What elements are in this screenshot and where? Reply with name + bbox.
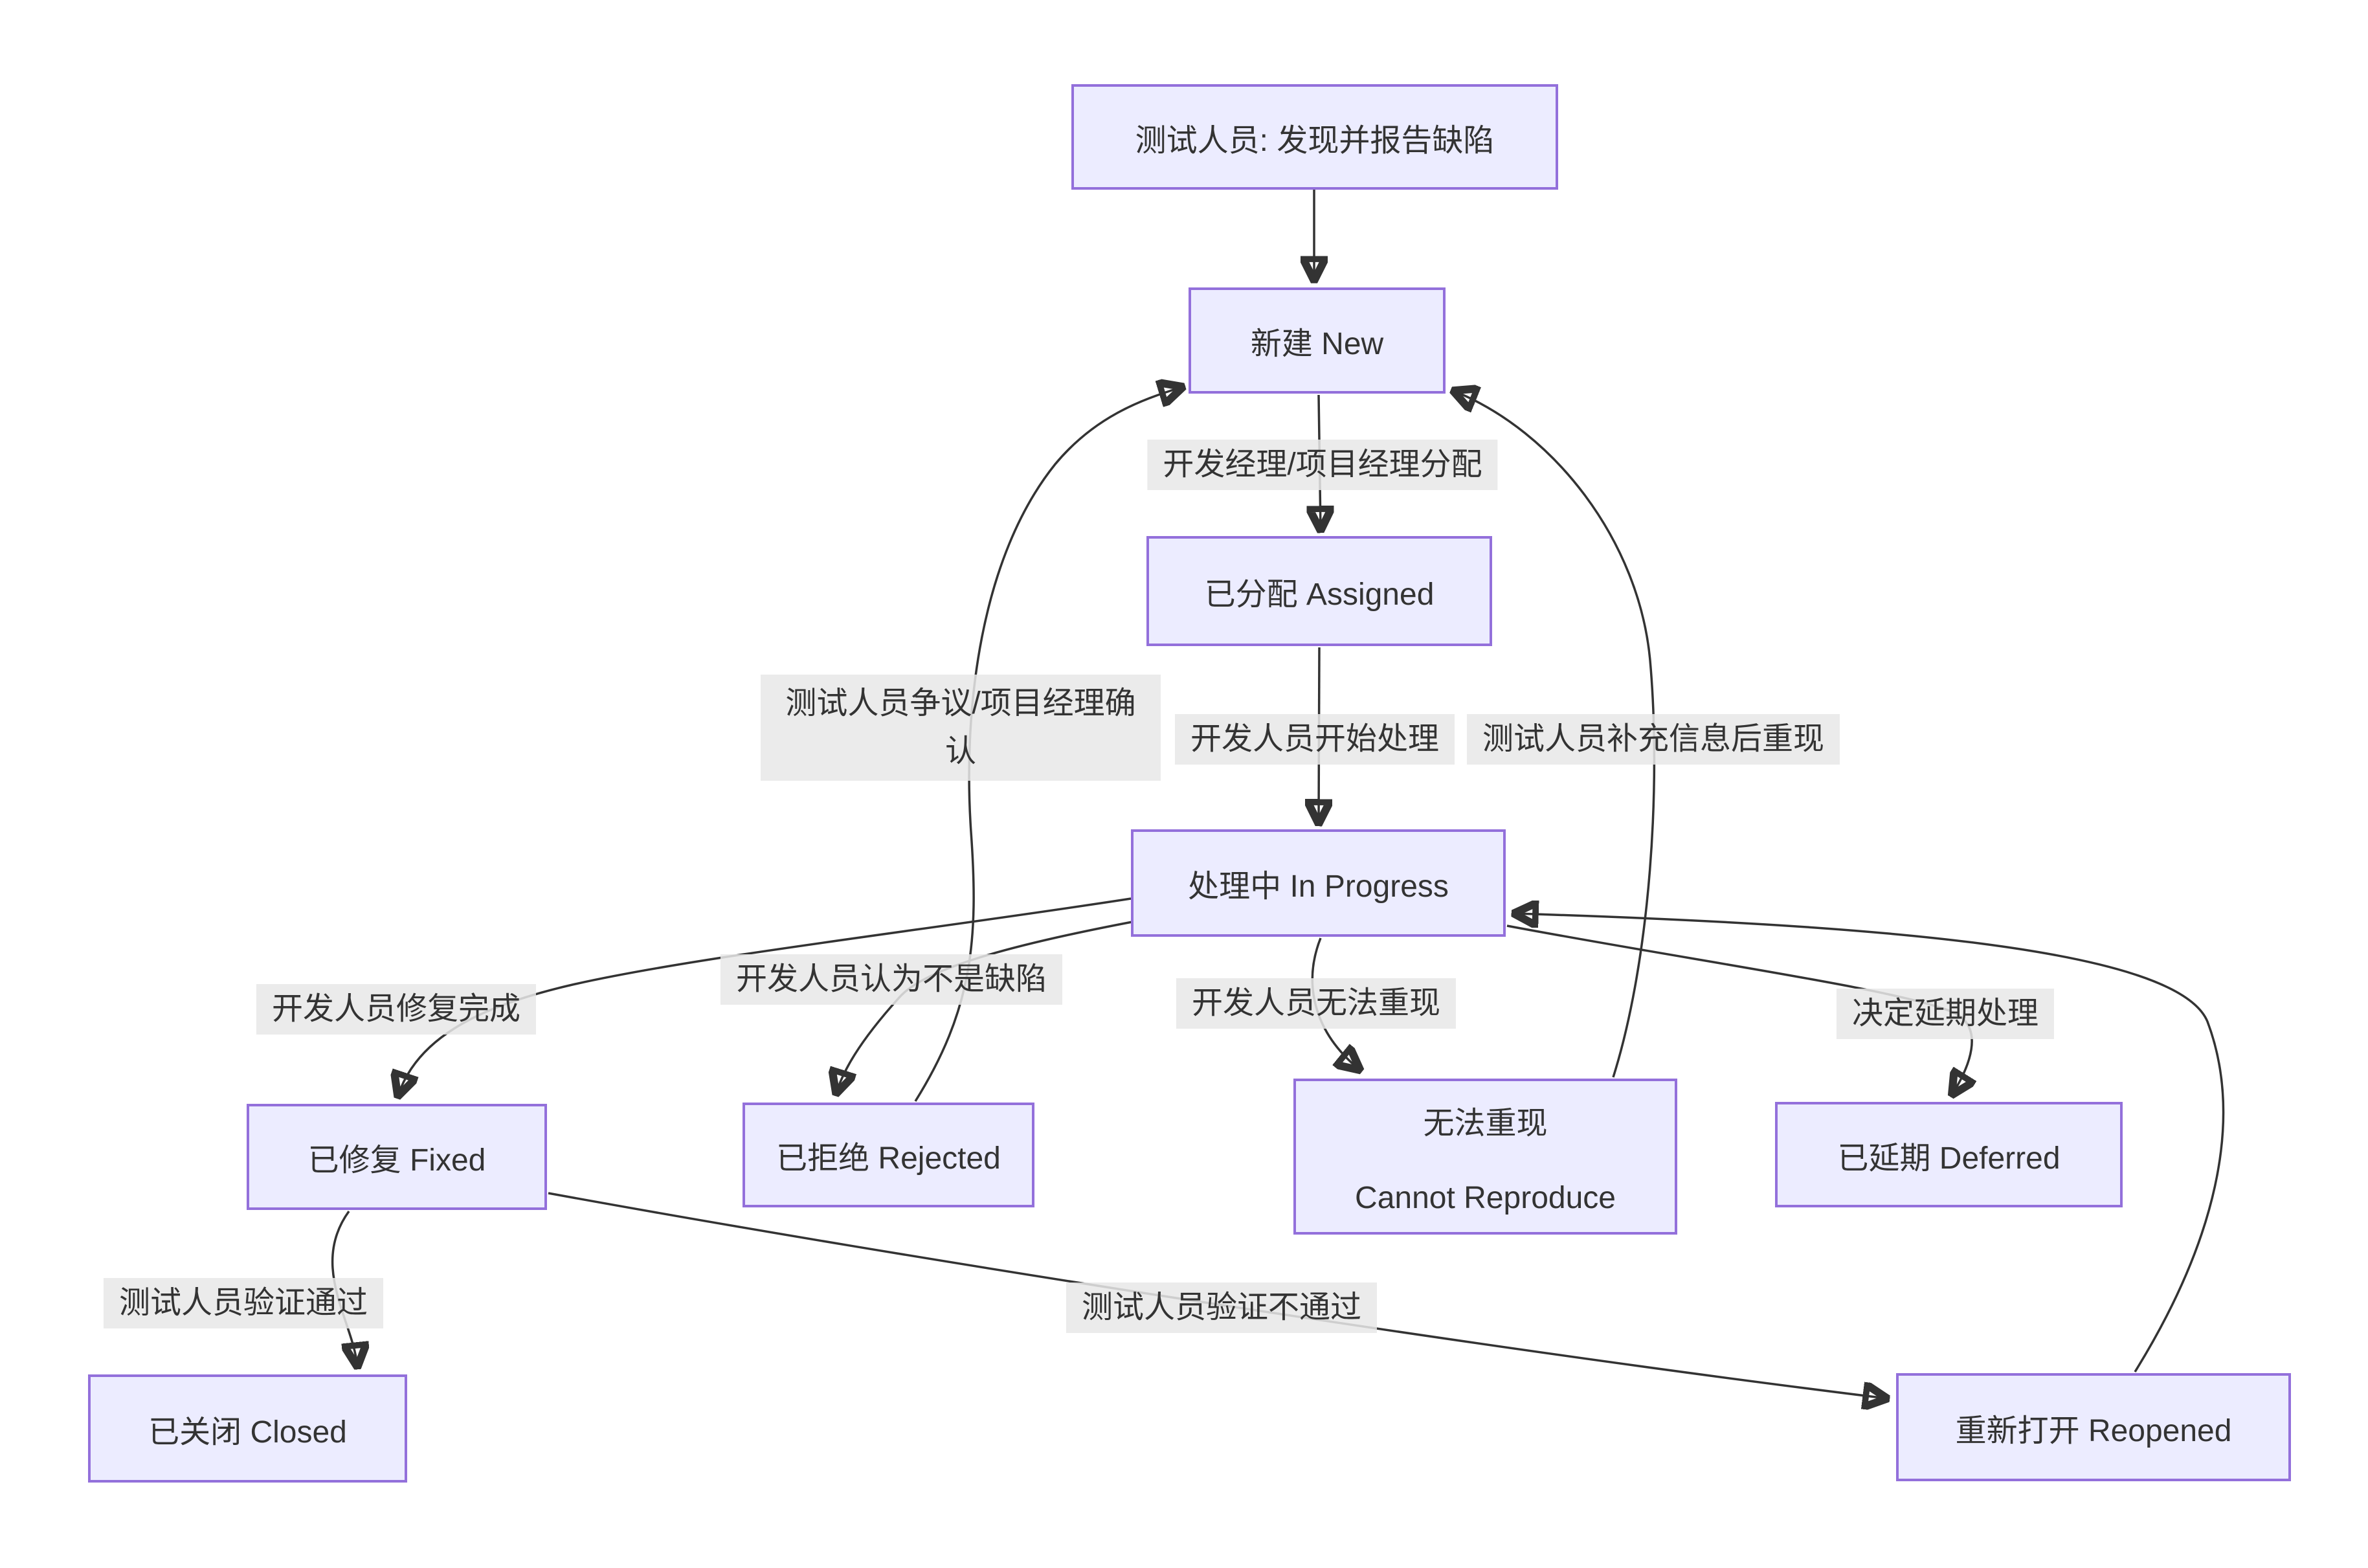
node-new: 新建 New bbox=[1189, 287, 1446, 394]
edge-label-decide-to-defer: 决定延期处理 bbox=[1836, 989, 2055, 1039]
edge-label-developer-cannot-reproduce: 开发人员无法重现 bbox=[1176, 978, 1457, 1029]
node-in-progress-label: 处理中 In Progress bbox=[1188, 869, 1449, 904]
node-cannot-reproduce-label-zh: 无法重现 bbox=[1423, 1106, 1548, 1141]
node-assigned: 已分配 Assigned bbox=[1146, 536, 1492, 646]
edge-reopened-to-inprogress bbox=[1515, 913, 2225, 1372]
edge-label-tester-dispute-confirm: 测试人员争议/项目经理确认 bbox=[761, 675, 1161, 781]
node-in-progress: 处理中 In Progress bbox=[1131, 829, 1506, 937]
edge-label-tester-verify-fail: 测试人员验证不通过 bbox=[1066, 1282, 1378, 1333]
node-cannot-reproduce: 无法重现 Cannot Reproduce bbox=[1293, 1079, 1677, 1235]
node-reopened-label: 重新打开 Reopened bbox=[1955, 1413, 2232, 1448]
node-deferred: 已延期 Deferred bbox=[1775, 1102, 2123, 1207]
node-rejected: 已拒绝 Rejected bbox=[743, 1103, 1034, 1207]
edge-label-developer-fixed: 开发人员修复完成 bbox=[256, 984, 537, 1035]
node-closed: 已关闭 Closed bbox=[88, 1374, 407, 1483]
node-rejected-label: 已拒绝 Rejected bbox=[776, 1141, 1001, 1176]
node-assigned-label: 已分配 Assigned bbox=[1204, 577, 1435, 612]
edge-label-developer-not-a-defect: 开发人员认为不是缺陷 bbox=[720, 954, 1063, 1005]
node-reporter-label: 测试人员: 发现并报告缺陷 bbox=[1135, 123, 1495, 158]
node-cannot-reproduce-label-en: Cannot Reproduce bbox=[1355, 1181, 1616, 1215]
edge-label-tester-verify-pass: 测试人员验证通过 bbox=[103, 1278, 384, 1328]
edge-inprogress-to-rejected bbox=[836, 921, 1133, 1093]
edge-label-tester-supplements-info: 测试人员补充信息后重现 bbox=[1466, 714, 1840, 765]
node-closed-label: 已关闭 Closed bbox=[148, 1415, 347, 1450]
node-fixed: 已修复 Fixed bbox=[247, 1104, 547, 1210]
node-reporter: 测试人员: 发现并报告缺陷 bbox=[1071, 84, 1558, 190]
edge-inprogress-to-fixed bbox=[398, 897, 1132, 1095]
node-reopened: 重新打开 Reopened bbox=[1896, 1373, 2291, 1481]
node-deferred-label: 已延期 Deferred bbox=[1837, 1141, 2061, 1176]
edge-label-developer-starts: 开发人员开始处理 bbox=[1174, 714, 1455, 765]
node-fixed-label: 已修复 Fixed bbox=[307, 1143, 486, 1178]
edge-label-manager-assigns: 开发经理/项目经理分配 bbox=[1147, 440, 1498, 490]
node-new-label: 新建 New bbox=[1250, 327, 1384, 361]
edge-cannotreproduce-to-new bbox=[1454, 391, 1656, 1078]
